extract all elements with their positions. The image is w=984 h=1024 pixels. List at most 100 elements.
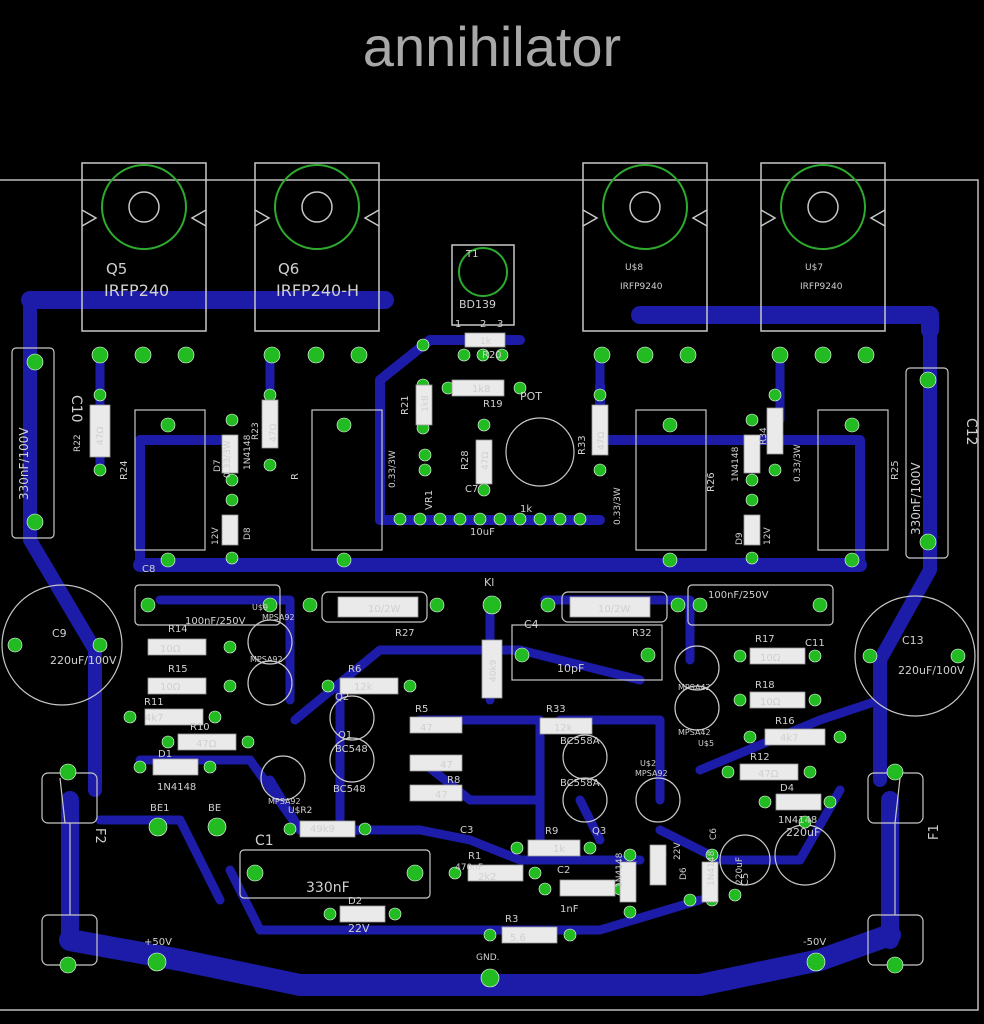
- label-c4v: 10pF: [557, 662, 584, 675]
- label-c1: C1: [255, 833, 274, 849]
- transistor-q5: [81, 162, 207, 332]
- label-r23: R23: [251, 422, 261, 440]
- label-d9v: 12V: [763, 527, 773, 545]
- label-r27v: 10/2W: [368, 604, 400, 615]
- label-c4: C4: [524, 618, 539, 631]
- label-r8: R8: [447, 775, 460, 786]
- label-r30v: 0.33/3W: [793, 444, 803, 482]
- label-r33v: 12k: [554, 723, 573, 734]
- label-r24: R24: [119, 460, 130, 480]
- label-bc548a: BC548: [335, 744, 368, 755]
- label-q3: Q3: [592, 826, 606, 837]
- label-d8: D8: [243, 527, 253, 540]
- label-r6: R6: [348, 664, 361, 675]
- label-t0v: IRFP240: [104, 281, 169, 300]
- label-t1v: IRFP240-H: [276, 281, 359, 300]
- label-d3: 1N4148: [707, 850, 717, 886]
- label-bc558b: BC558A: [560, 778, 600, 789]
- label-c13v: 220uF/100V: [898, 664, 965, 677]
- transistor-q6: [254, 162, 380, 332]
- label-mpsa92d: MPSA92: [635, 769, 668, 778]
- label-d2v: 22V: [348, 922, 370, 935]
- label-r28: R28: [460, 450, 471, 470]
- label-c10: C10: [68, 395, 84, 423]
- label-t1r: Q6: [278, 260, 299, 278]
- label-r10: R10: [190, 722, 210, 733]
- label-kl: Kl: [484, 576, 494, 589]
- label-d7v: 1N4148: [243, 434, 253, 470]
- label-q1: Q1: [338, 730, 352, 741]
- label-r25: R25: [890, 460, 901, 480]
- pads: [7, 338, 966, 988]
- label-d4v: 1N4148: [778, 815, 817, 826]
- label-r3: R3: [505, 914, 518, 925]
- label-t0r: Q5: [106, 260, 127, 278]
- label-t2v: IRFP9240: [620, 282, 663, 292]
- label-t2r: U$8: [625, 263, 643, 273]
- label-c5: C5: [740, 873, 751, 886]
- label-t3r: U$7: [805, 263, 823, 273]
- label-r23v: 47Ω: [269, 424, 279, 442]
- label-r11v: 4k7: [145, 713, 164, 724]
- label-mpsa42a: MPSA42: [678, 683, 711, 692]
- label-gnd: GND.: [476, 953, 500, 963]
- label-d6: D6: [679, 867, 689, 880]
- label-r1: R1: [468, 851, 481, 862]
- label-r6v: 12k: [354, 682, 373, 693]
- label-r19v: 1k8: [472, 384, 491, 395]
- label-d8v: 12V: [211, 527, 221, 545]
- label-d9: D9: [735, 532, 745, 545]
- label-c2v: 1nF: [560, 904, 579, 915]
- label-r12: R12: [750, 752, 770, 763]
- label-c12v: 330nF/100V: [909, 462, 923, 535]
- component-outlines: [1, 347, 976, 966]
- label-r20: R20: [482, 350, 502, 361]
- label-be: BE: [208, 803, 221, 814]
- label-d1v: 1N4148: [157, 782, 196, 793]
- label-c13: C13: [902, 634, 924, 647]
- label-r3v: 5.6: [510, 933, 526, 944]
- label-r17: R17: [755, 634, 775, 645]
- label-r8v: 47: [435, 790, 448, 801]
- label-d6v: 22V: [673, 842, 683, 860]
- label-r18v: 10Ω: [760, 697, 781, 708]
- small-components: [89, 332, 826, 944]
- label-c7: C7: [465, 484, 478, 495]
- label-d5: 1N4148: [615, 852, 625, 888]
- label-r28v: 47Ω: [481, 452, 491, 470]
- label-r10v: 47Ω: [196, 739, 217, 750]
- label-d2: D2: [348, 896, 362, 907]
- label-be1: BE1: [150, 803, 170, 814]
- label-r27: R27: [395, 628, 415, 639]
- label-f1: F1: [927, 824, 942, 840]
- label-r9: R9: [545, 826, 558, 837]
- label-mpsa92b: MPSA92: [250, 655, 283, 664]
- label-r33bv: 47Ω: [597, 432, 607, 450]
- label-r32: R32: [632, 628, 652, 639]
- label-r15: R15: [168, 664, 188, 675]
- label-d1: D1: [158, 749, 172, 760]
- label-usr2: U$R2: [288, 806, 312, 816]
- label-r19: R19: [483, 399, 503, 410]
- board-outline: [0, 179, 979, 1011]
- power-transistors: [81, 162, 886, 332]
- label-p2: 2: [480, 319, 486, 330]
- label-mpsa92c: MPSA92: [268, 797, 301, 806]
- label-r1v: 2k2: [478, 872, 497, 883]
- label-c5v: 220uF: [735, 857, 745, 885]
- label-c10v: 330nF/100V: [17, 427, 31, 500]
- transistor-t1: [451, 244, 515, 326]
- label-r7v: 47: [440, 760, 453, 771]
- label-c6v: 220uF: [786, 826, 820, 839]
- label-c8: C8: [142, 564, 155, 575]
- label-u2: U$2: [640, 759, 656, 768]
- label-r: R: [290, 473, 301, 480]
- label-c2: C2: [557, 865, 570, 876]
- label-r16: R16: [775, 716, 795, 727]
- label-c1v: 330nF: [306, 880, 350, 896]
- label-r26: R26: [706, 472, 717, 492]
- label-mpsa42b: MPSA42: [678, 728, 711, 737]
- silkscreen-labels: Q5IRFP240Q6IRFP240-HU$8IRFP9240U$7IRFP92…: [17, 249, 979, 963]
- label-dr: T1: [465, 249, 478, 260]
